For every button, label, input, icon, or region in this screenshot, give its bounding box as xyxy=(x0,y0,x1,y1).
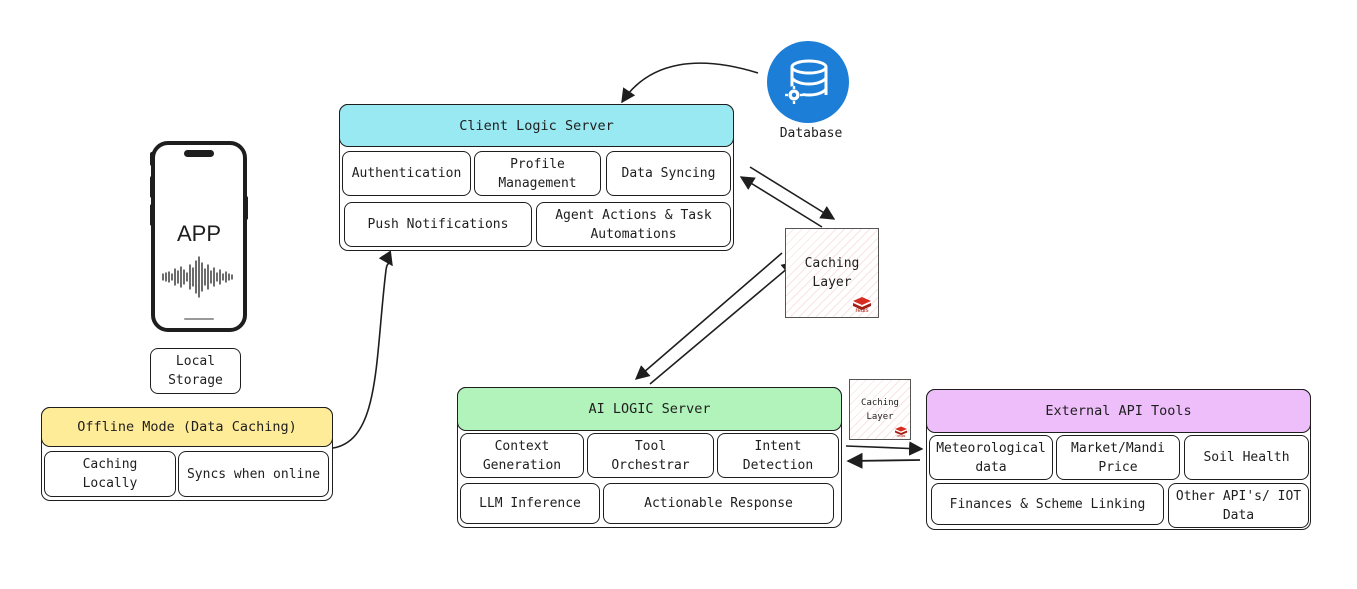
external-module-finances-scheme-linking: Finances & Scheme Linking xyxy=(931,483,1164,525)
external-module-soil-health: Soil Health xyxy=(1184,435,1309,480)
database-node: Database xyxy=(758,40,858,145)
arrow-ai-to-caching xyxy=(649,261,797,385)
external-module-other-apis-iot: Other API's/ IOT Data xyxy=(1168,483,1309,528)
client-module-profile-management: Profile Management xyxy=(474,151,601,196)
database-gear-icon xyxy=(767,41,849,123)
arrow-external-to-ai xyxy=(846,452,921,469)
arrow-caching-to-ai xyxy=(634,252,783,380)
redis-badge: redis xyxy=(855,308,869,314)
arrow-database-to-client xyxy=(621,62,759,104)
phone-mockup: APP xyxy=(149,141,249,332)
external-api-title: External API Tools xyxy=(926,389,1311,433)
redis-icon: redis xyxy=(850,293,874,317)
client-logic-server-title: Client Logic Server xyxy=(339,104,734,147)
app-label: APP xyxy=(176,221,222,246)
ai-module-actionable-response: Actionable Response xyxy=(603,483,834,524)
ai-module-intent-detection: Intent Detection xyxy=(717,433,839,478)
arrow-ai-to-external xyxy=(845,441,924,456)
phone-frame xyxy=(150,141,248,332)
ai-module-llm-inference: LLM Inference xyxy=(460,483,600,524)
offline-module-caching-locally: Caching Locally xyxy=(44,451,176,497)
arrow-caching-to-client xyxy=(739,176,823,228)
arrow-offline-to-client xyxy=(332,250,393,449)
ai-module-tool-orchestrar: Tool Orchestrar xyxy=(587,433,714,478)
ai-module-context-generation: Context Generation xyxy=(460,433,584,478)
local-storage-box: Local Storage xyxy=(150,348,241,394)
redis-icon: redis xyxy=(893,424,909,440)
client-module-data-syncing: Data Syncing xyxy=(606,151,731,196)
external-module-meteorological-data: Meteorological data xyxy=(929,435,1053,480)
client-module-agent-actions: Agent Actions & Task Automations xyxy=(536,202,731,247)
client-module-authentication: Authentication xyxy=(342,151,471,196)
redis-badge: redis xyxy=(896,433,906,438)
external-module-market-mandi-price: Market/Mandi Price xyxy=(1056,435,1180,480)
ai-logic-server-title: AI LOGIC Server xyxy=(457,387,842,431)
offline-module-syncs-when-online: Syncs when online xyxy=(178,451,329,497)
database-label: Database xyxy=(779,126,843,141)
arrow-client-to-caching xyxy=(749,166,836,220)
audio-waveform-icon xyxy=(162,256,233,298)
client-module-push-notifications: Push Notifications xyxy=(344,202,532,247)
offline-mode-title: Offline Mode (Data Caching) xyxy=(41,407,333,447)
